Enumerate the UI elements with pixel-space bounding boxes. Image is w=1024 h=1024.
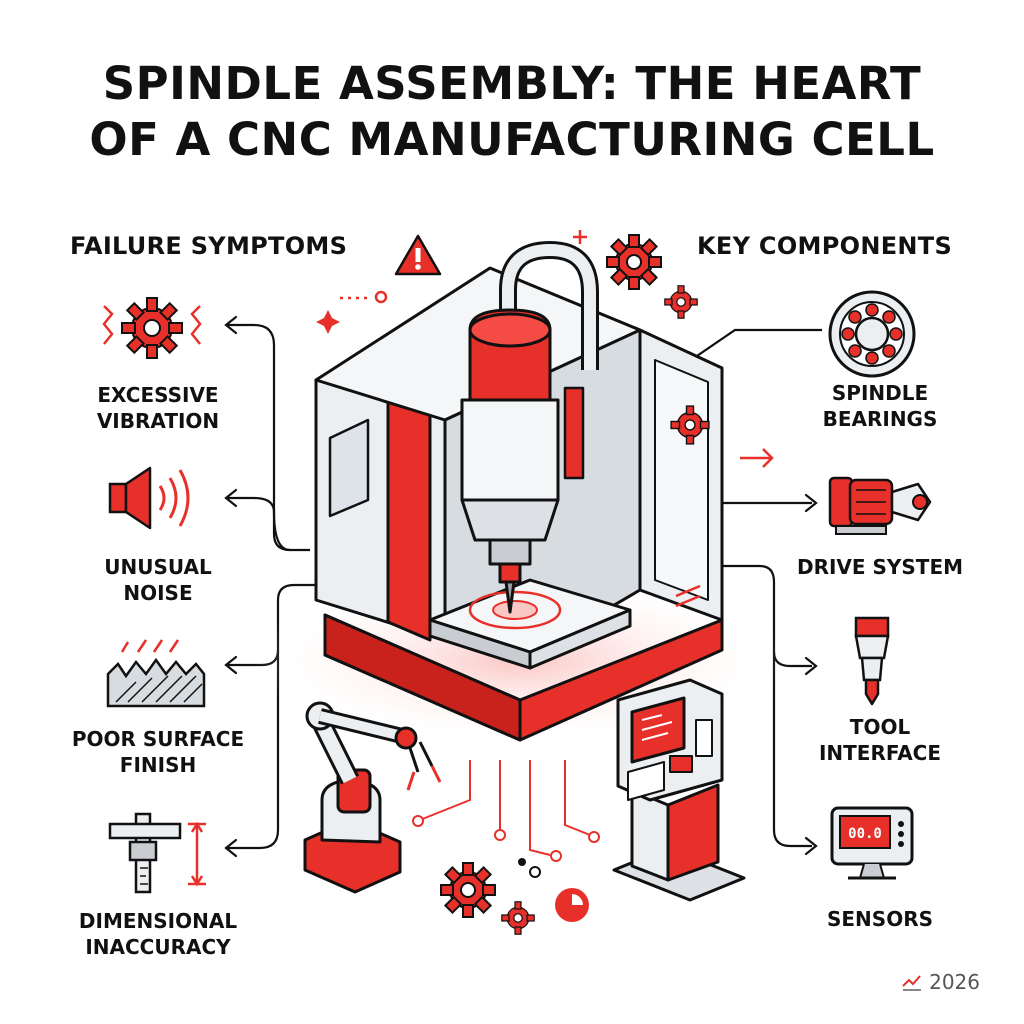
symptom-label-line: UNUSUAL <box>104 555 212 579</box>
symptom-label-dimensional: DIMENSIONAL INACCURACY <box>58 908 258 960</box>
page-title: SPINDLE ASSEMBLY: THE HEART OF A CNC MAN… <box>0 56 1024 168</box>
symptom-label-line: POOR SURFACE <box>71 727 245 751</box>
failure-symptoms-heading: FAILURE SYMPTOMS <box>70 232 348 260</box>
bearing-icon <box>828 290 916 378</box>
motor-icon <box>828 476 932 535</box>
gear-icon <box>670 405 710 445</box>
component-label-sensors: SENSORS <box>780 906 980 932</box>
gear-icon <box>501 901 535 935</box>
symptom-label-line: NOISE <box>123 581 193 605</box>
symptom-label-line: INACCURACY <box>85 935 231 959</box>
data-link-dots <box>412 760 600 878</box>
component-label-tool-interface: TOOL INTERFACE <box>780 714 980 766</box>
symptom-label-surface-finish: POOR SURFACE FINISH <box>58 726 258 778</box>
title-line-1: SPINDLE ASSEMBLY: THE HEART <box>102 57 922 110</box>
warning-triangle-icon <box>394 234 442 276</box>
footer-year-text: 2026 <box>929 970 980 994</box>
component-label-line: TOOL <box>849 715 911 739</box>
symptom-arrowheads <box>224 315 238 858</box>
pie-chart-icon <box>555 888 589 922</box>
symptom-label-line: DIMENSIONAL <box>78 909 238 933</box>
caliper-icon <box>108 812 206 894</box>
symptom-label-noise: UNUSUAL NOISE <box>58 554 258 606</box>
component-arrowheads <box>804 493 818 856</box>
spark-decorations <box>316 230 774 468</box>
component-label-line: SENSORS <box>826 907 933 931</box>
gear-icon <box>606 234 662 290</box>
component-label-drive-system: DRIVE SYSTEM <box>780 554 980 580</box>
footer-year: 2026 <box>901 970 980 994</box>
robot-arm-illustration <box>303 701 442 894</box>
symptom-label-line: VIBRATION <box>96 409 220 433</box>
gear-icon <box>440 862 496 918</box>
symptom-label-line: FINISH <box>119 753 197 777</box>
title-line-2: OF A CNC MANUFACTURING CELL <box>89 113 935 166</box>
component-label-bearings: SPINDLE BEARINGS <box>780 380 980 432</box>
component-label-line: DRIVE SYSTEM <box>796 555 964 579</box>
gear-icon <box>664 285 698 319</box>
logo-icon <box>902 975 922 991</box>
symptom-label-vibration: EXCESSIVE VIBRATION <box>58 382 258 434</box>
tool-holder-icon <box>854 616 890 706</box>
vibration-gear-icon <box>102 297 202 359</box>
symptom-label-line: EXCESSIVE <box>97 383 219 407</box>
component-label-line: SPINDLE <box>831 381 929 405</box>
key-components-heading: KEY COMPONENTS <box>697 232 953 260</box>
rough-surface-icon <box>106 639 206 708</box>
control-panel-illustration <box>612 678 746 902</box>
sensor-display-icon: 00.0 <box>830 806 914 880</box>
component-label-line: BEARINGS <box>822 407 938 431</box>
speaker-icon <box>108 466 190 530</box>
component-label-line: INTERFACE <box>818 741 942 765</box>
sensor-readout: 00.0 <box>848 826 882 842</box>
cnc-machine-illustration <box>314 241 724 742</box>
